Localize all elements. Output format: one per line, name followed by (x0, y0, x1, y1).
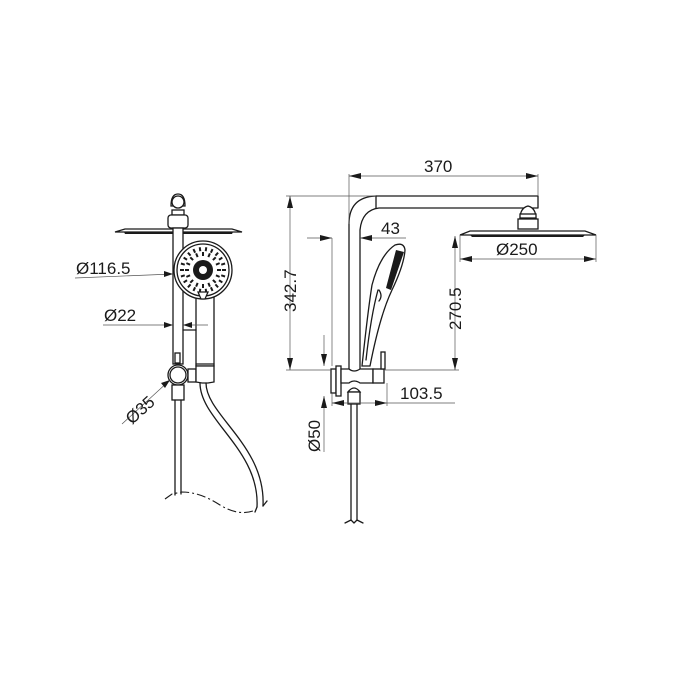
dim-overhead-diameter: Ø250 (459, 235, 597, 262)
diverter-side (330, 351, 386, 405)
overhead-shower-side (459, 205, 597, 237)
dim-label-overhead-diameter: Ø250 (496, 240, 538, 259)
dim-overhead-height: 270.5 (384, 236, 465, 371)
dim-diverter-side-diameter: Ø50 (305, 335, 327, 452)
dim-label-handshower-offset: 43 (381, 219, 400, 238)
dim-label-overhead-height: 270.5 (446, 287, 465, 330)
dim-label-rail-diameter: Ø22 (104, 306, 136, 325)
dim-handshower-diameter: Ø116.5 (74, 259, 174, 279)
dim-rail-diameter: Ø22 (103, 306, 208, 328)
hand-shower-front (173, 240, 233, 371)
hand-shower-side (361, 243, 406, 367)
dim-arm-length: 370 (348, 157, 539, 224)
dim-label-diverter-front-diameter: Ø35 (122, 392, 159, 428)
dim-diverter-depth: 103.5 (331, 383, 455, 406)
side-view: 370 342.7 43 Ø250 (281, 157, 597, 524)
dim-label-arm-length: 370 (424, 157, 452, 176)
slide-rail-front (172, 227, 184, 365)
dim-label-diverter-depth: 103.5 (400, 384, 443, 403)
dim-label-handshower-diameter: Ø116.5 (76, 259, 131, 278)
hoses-front (164, 382, 268, 514)
dim-handshower-offset: 43 (307, 219, 406, 366)
riser-arm-side (348, 195, 539, 370)
nozzle-pattern (193, 260, 213, 280)
dim-diverter-front-diameter: Ø35 (121, 379, 171, 428)
front-view: Ø116.5 Ø22 Ø35 (74, 193, 268, 514)
dim-label-total-height: 342.7 (281, 269, 300, 312)
dim-total-height: 342.7 (281, 195, 376, 371)
hose-side (344, 403, 364, 524)
diverter-front (167, 352, 215, 401)
dim-label-diverter-side-diameter: Ø50 (305, 420, 324, 452)
